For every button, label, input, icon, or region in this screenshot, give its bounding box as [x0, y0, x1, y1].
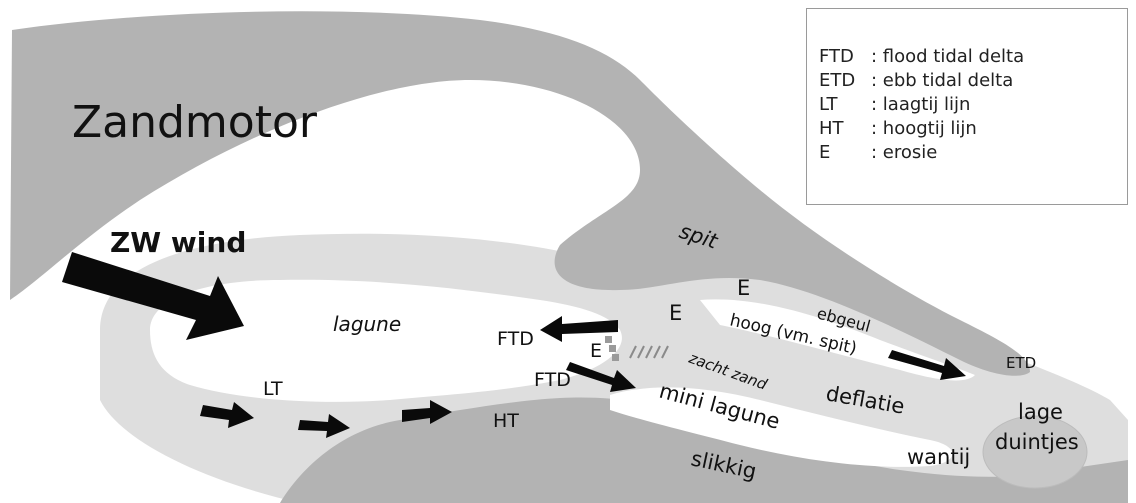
legend-row: E : erosie	[819, 141, 937, 165]
label-ht: HT	[493, 410, 519, 432]
erosion-mark	[609, 345, 616, 352]
legend-row: ETD : ebb tidal delta	[819, 69, 1013, 93]
legend-row: LT : laagtij lijn	[819, 93, 970, 117]
legend-description: : laagtij lijn	[871, 94, 971, 115]
label-lagune: lagune	[333, 312, 401, 336]
hatch-marks	[629, 345, 669, 359]
legend-description: : erosie	[871, 142, 938, 163]
legend-code: E	[819, 142, 831, 163]
legend-row: FTD : flood tidal delta	[819, 45, 1024, 69]
label-duintjes: duintjes	[995, 430, 1079, 454]
diagram-title: Zandmotor	[72, 97, 318, 148]
mini-lagoon	[610, 387, 953, 467]
legend-description: : hoogtij lijn	[871, 118, 977, 139]
flow-arrows	[200, 316, 966, 438]
wind-arrow	[62, 252, 244, 340]
label-ftd-upper: FTD	[497, 328, 534, 350]
lagoon	[150, 279, 622, 402]
wind-label: ZW wind	[110, 226, 246, 259]
legend-code: HT	[819, 118, 844, 139]
legend-code: FTD	[819, 46, 854, 67]
sand-motor-mass	[10, 11, 1030, 376]
label-lt: LT	[263, 378, 283, 400]
legend-row: HT : hoogtij lijn	[819, 117, 977, 141]
label-ftd-lower: FTD	[534, 369, 571, 391]
erosion-mark	[605, 336, 612, 343]
legend-description: : flood tidal delta	[871, 46, 1025, 67]
label-etd: ETD	[1006, 354, 1036, 372]
label-e-top: E	[737, 276, 750, 300]
label-lage: lage	[1018, 400, 1063, 424]
erosion-mark	[612, 354, 619, 361]
label-wantij: wantij	[907, 445, 970, 469]
legend-description: : ebb tidal delta	[871, 70, 1014, 91]
lower-sand-mass	[280, 397, 1128, 503]
small-dunes	[982, 415, 1088, 489]
legend-code: ETD	[819, 70, 856, 91]
label-e-mid: E	[669, 301, 682, 325]
legend: FTD : flood tidal delta ETD : ebb tidal d…	[806, 8, 1128, 205]
legend-code: LT	[819, 94, 838, 115]
label-e-left: E	[590, 340, 602, 362]
